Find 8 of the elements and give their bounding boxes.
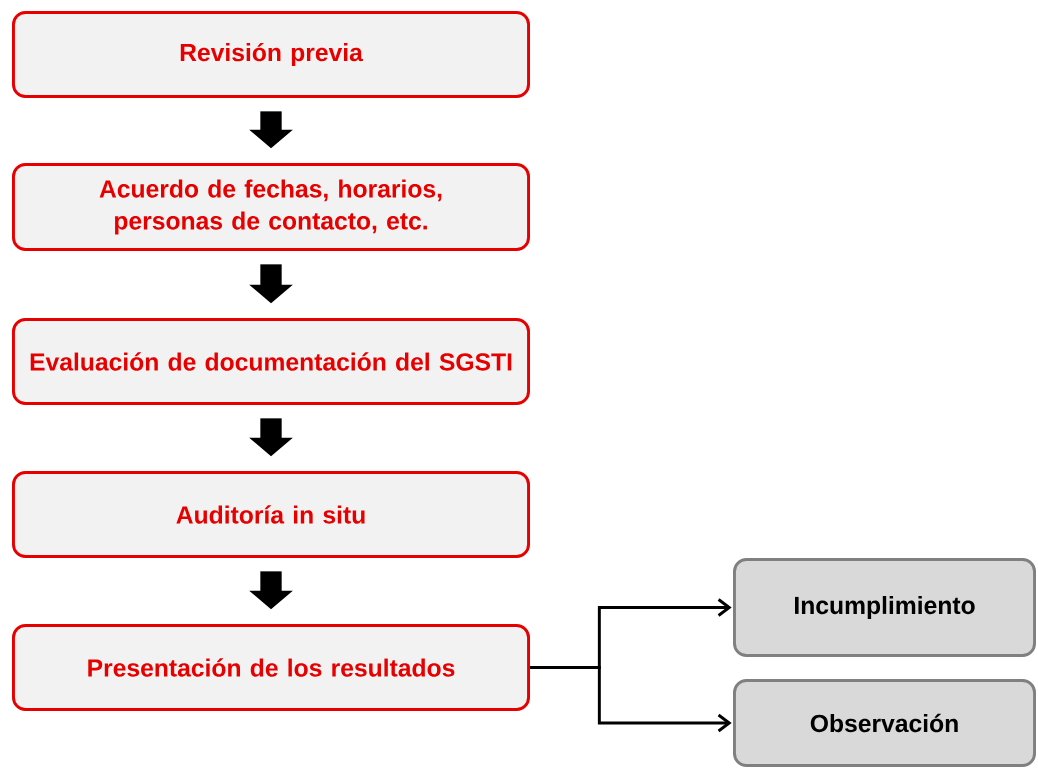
process-box: Presentación de los resultados [12, 624, 530, 711]
result-box: Observación [733, 679, 1036, 767]
arrow [530, 666, 732, 733]
process-box: Auditoría in situ [12, 471, 530, 558]
process-box: Evaluación de documentación del SGSTI [12, 318, 530, 405]
process-box: Revisión previa [12, 11, 530, 98]
process-box: Acuerdo de fechas, horarios, personas de contacto, etc. [12, 163, 530, 251]
result-box: Incumplimiento [733, 558, 1036, 657]
